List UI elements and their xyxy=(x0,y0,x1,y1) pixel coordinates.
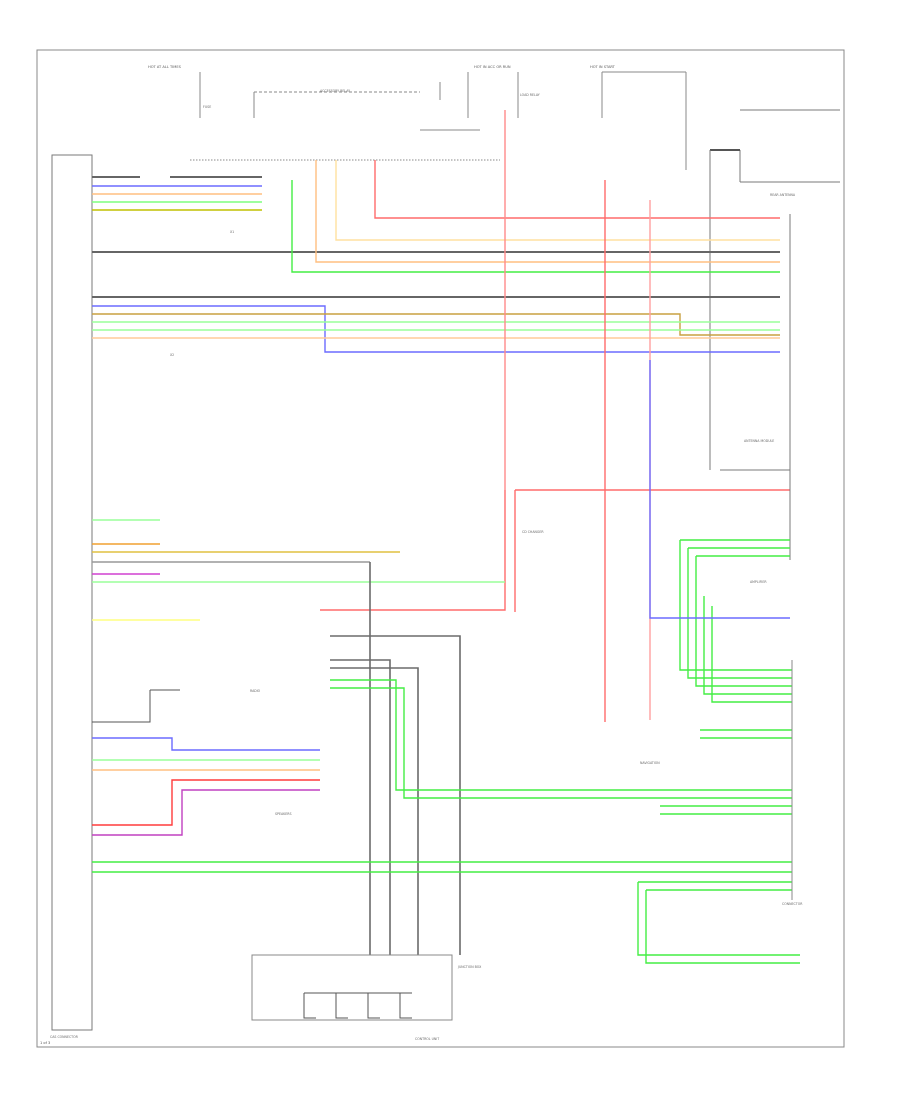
relay-a-label: ACCESSORY RELAY xyxy=(320,89,350,93)
conn-x2-label: X2 xyxy=(170,353,174,357)
junction-box-label: JUNCTION BOX xyxy=(457,965,482,969)
left-middle-stubs xyxy=(92,519,505,621)
top-bus-lines xyxy=(190,71,687,170)
speaker-block-label: SPEAKERS xyxy=(275,812,291,816)
antenna-module-label: ANTENNA MODULE xyxy=(744,439,774,443)
top-label-right: HOT IN START xyxy=(590,65,616,69)
top-label-left: HOT AT ALL TIMES xyxy=(148,65,182,69)
conn-x1-label: X1 xyxy=(230,230,234,234)
left-fuse-label: FUSE xyxy=(203,105,211,109)
radio-label: RADIO xyxy=(250,689,261,693)
cd-changer-label: CD CHANGER xyxy=(522,530,544,534)
junction-verticals xyxy=(330,562,461,955)
big-connector-label: CAS CONNECTOR xyxy=(50,1035,79,1039)
connector-switches xyxy=(303,992,412,1019)
navigation-label: NAVIGATION xyxy=(640,761,660,765)
radio-block xyxy=(92,689,180,723)
lower-left-bundle xyxy=(92,737,320,836)
top-label-mid: HOT IN ACC OR RUN xyxy=(474,65,511,69)
x2-wires xyxy=(92,305,780,353)
connector-box-label: CONNECTOR xyxy=(782,902,803,906)
diagram-frame xyxy=(36,49,845,1048)
big-connector xyxy=(51,154,93,1031)
antenna-block xyxy=(709,109,840,470)
upper-long-wires xyxy=(291,160,780,273)
lower-green-runs xyxy=(92,679,800,964)
junction-box xyxy=(251,954,453,1021)
control-unit-label: CONTROL UNIT xyxy=(415,1037,439,1041)
connector-x1 xyxy=(92,176,780,253)
red-verticals xyxy=(320,110,790,722)
relay-b-label: LOAD RELAY xyxy=(520,93,540,97)
rear-antenna-label: REAR ANTENNA xyxy=(770,193,796,197)
x1-wires xyxy=(92,185,262,211)
footer-page: 1 of 3 xyxy=(40,1041,50,1045)
antenna-module xyxy=(720,214,791,560)
amplifier-label: AMPLIFIER xyxy=(750,580,767,584)
blue-vertical xyxy=(649,360,790,619)
right-green-bundle xyxy=(679,539,792,703)
